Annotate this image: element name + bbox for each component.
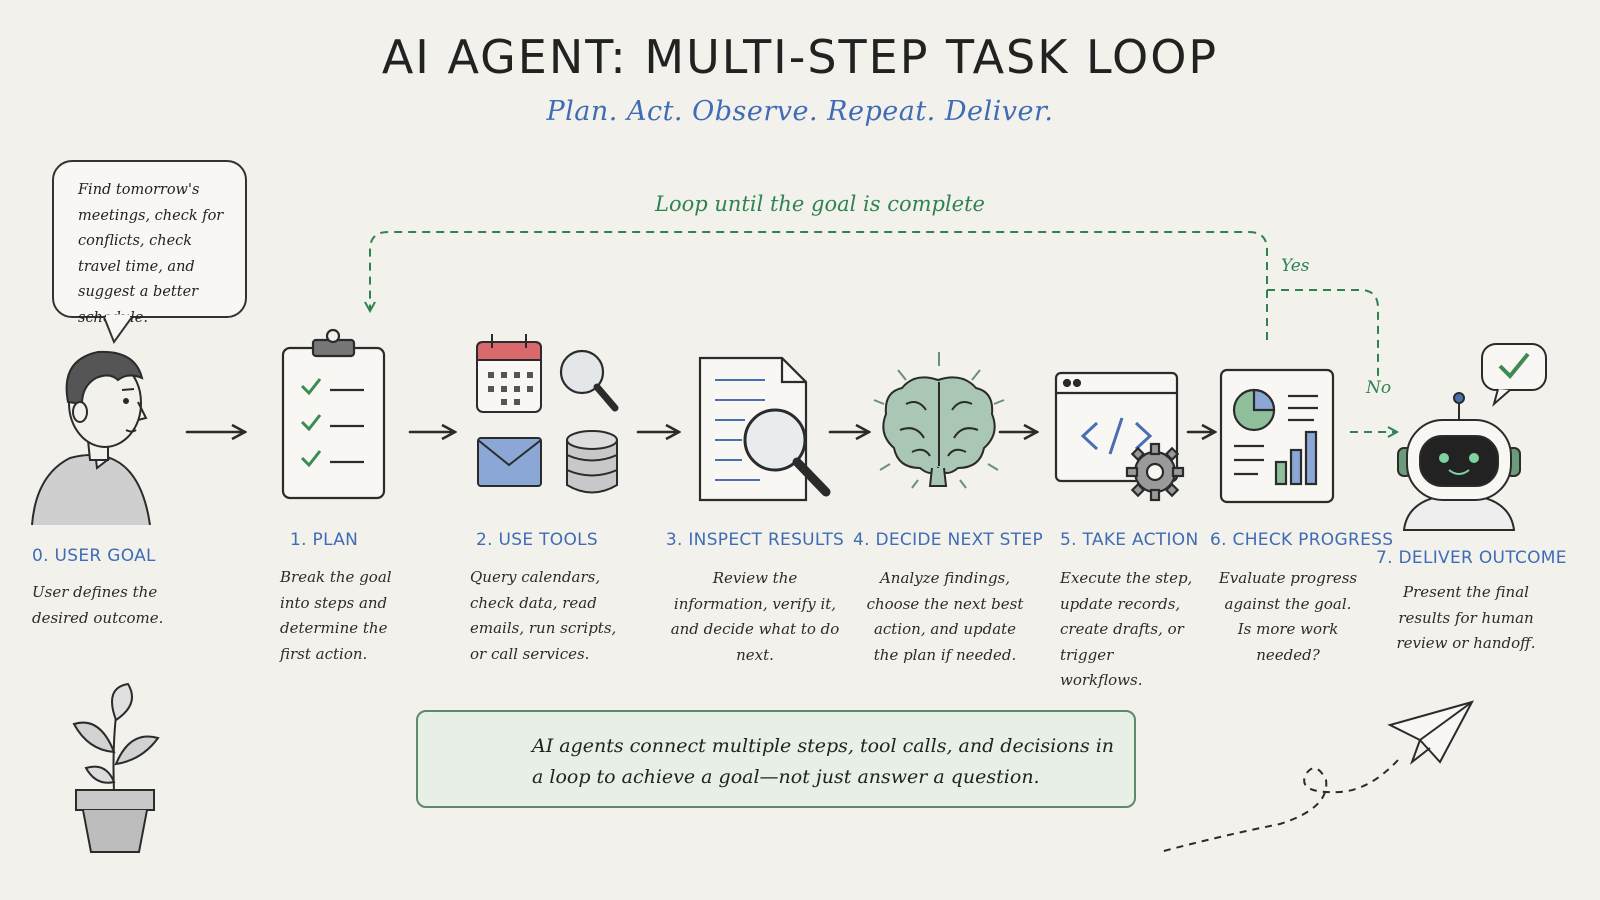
yes-label: Yes bbox=[1281, 256, 1310, 276]
paper-plane-icon bbox=[1159, 700, 1474, 853]
diagram-title: AI AGENT: MULTI-STEP TASK LOOP bbox=[381, 30, 1219, 84]
report-chart-icon bbox=[1219, 368, 1335, 504]
robot-icon bbox=[1397, 392, 1521, 531]
speech-bubble-tail bbox=[103, 314, 133, 345]
step-7-desc: Present the final results for human revi… bbox=[1396, 583, 1536, 652]
person-icon bbox=[31, 350, 151, 526]
loop-label: Loop until the goal is complete bbox=[655, 192, 985, 216]
code-window-gear-icon bbox=[1054, 371, 1185, 502]
document-magnifier-icon bbox=[698, 356, 831, 502]
step-0-title: 0. USER GOAL bbox=[32, 546, 156, 566]
summary-callout bbox=[416, 710, 1136, 808]
loop-path bbox=[370, 231, 1379, 376]
no-label: No bbox=[1366, 378, 1392, 398]
checkmark-bubble-icon bbox=[1481, 343, 1547, 407]
step-3-desc: Review the information, verify it, and d… bbox=[670, 569, 840, 664]
step-2-desc: Query calendars, check data, read emails… bbox=[470, 568, 617, 663]
step-5-desc: Execute the step, update records, create… bbox=[1060, 569, 1193, 689]
step-4-title: 4. DECIDE NEXT STEP bbox=[852, 530, 1044, 550]
step-6-desc: Evaluate progress against the goal. Is m… bbox=[1218, 569, 1358, 664]
step-6-title: 6. CHECK PROGRESS bbox=[1210, 530, 1394, 550]
calendar-icon bbox=[476, 334, 542, 413]
step-5-title: 5. TAKE ACTION bbox=[1060, 530, 1199, 550]
diagram-subtitle: Plan. Act. Observe. Repeat. Deliver. bbox=[546, 96, 1054, 127]
clipboard-checklist-icon bbox=[281, 328, 386, 500]
envelope-icon bbox=[477, 437, 542, 487]
summary-callout-text: AI agents connect multiple steps, tool c… bbox=[532, 735, 1115, 788]
magnifier-icon bbox=[559, 349, 619, 412]
step-4-desc: Analyze findings, choose the next best a… bbox=[866, 569, 1024, 664]
step-1-desc: Break the goal into steps and determine … bbox=[280, 568, 392, 663]
user-goal-speech-bubble: Find tomorrow's meetings, check for conf… bbox=[52, 160, 247, 326]
database-icon bbox=[566, 430, 618, 494]
step-0-desc: User defines the desired outcome. bbox=[32, 583, 164, 627]
step-1-title: 1. PLAN bbox=[290, 530, 359, 550]
step-2-title: 2. USE TOOLS bbox=[476, 530, 599, 550]
potted-plant-icon bbox=[72, 682, 160, 853]
brain-icon bbox=[873, 352, 1005, 489]
step-3-title: 3. INSPECT RESULTS bbox=[665, 530, 845, 550]
step-7-title: 7. DELIVER OUTCOME bbox=[1376, 548, 1567, 568]
